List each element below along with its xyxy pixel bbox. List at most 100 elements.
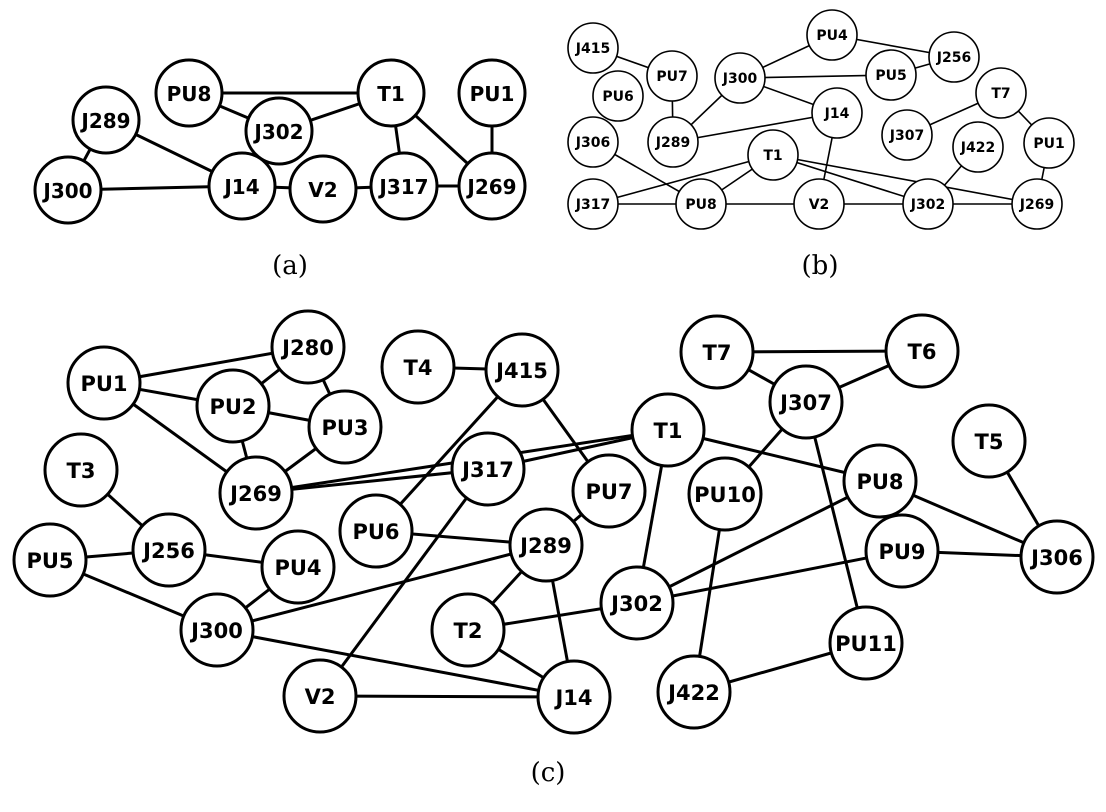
node-circle [508,507,584,583]
node-label: J302 [252,120,303,144]
node-circle [380,329,456,405]
node-t5: T5 [951,403,1027,479]
node-label: J302 [609,592,663,616]
node-pu8: PU8 [842,443,918,519]
edge-t1-j317 [592,154,774,205]
node-j269: J269 [1011,178,1063,230]
node-label: J415 [575,41,610,57]
node-j302: J302 [902,178,954,230]
node-pu7: PU7 [646,50,698,102]
node-j269: J269 [218,455,294,531]
node-j280: J280 [270,309,346,385]
node-pu4: PU4 [806,9,858,61]
node-j415: J415 [484,332,560,408]
node-circle [865,49,917,101]
node-pu10: PU10 [687,456,763,532]
node-circle [179,592,255,668]
node-circle [793,178,845,230]
node-label: J422 [960,140,995,156]
node-circle [450,431,526,507]
node-label: PU1 [80,372,127,396]
node-label: PU11 [835,632,897,656]
node-circle [43,432,119,508]
node-pu9: PU9 [864,513,940,589]
node-label: J317 [377,175,428,199]
node-label: PU5 [875,68,906,84]
node-label: J317 [460,458,514,482]
node-pu8: PU8 [675,178,727,230]
node-circle [12,522,88,598]
node-label: PU9 [878,540,925,564]
node-pu8: PU8 [154,58,224,128]
node-circle [679,314,755,390]
node-t2: T2 [430,592,506,668]
node-t1: T1 [356,58,426,128]
edge-j300-j289 [216,543,547,632]
node-pu1: PU1 [66,345,142,421]
edge-j307-pu11 [804,401,868,644]
node-label: PU7 [585,480,632,504]
node-label: T5 [975,430,1004,454]
node-circle [457,58,527,128]
node-t6: T6 [884,313,960,389]
node-j256: J256 [928,31,980,83]
node-circle [884,313,960,389]
node-j289: J289 [647,116,699,168]
node-label: J307 [889,128,924,144]
node-label: J289 [518,534,572,558]
node-j307: J307 [768,364,844,440]
node-label: J14 [222,175,259,199]
node-t7: T7 [975,67,1027,119]
node-label: J269 [465,175,516,199]
node-circle [1011,178,1063,230]
node-j306: J306 [1019,519,1095,595]
node-circle [66,345,142,421]
node-j14: J14 [811,87,863,139]
node-label: J289 [655,135,690,151]
node-pu6: PU6 [338,493,414,569]
node-circle [260,529,336,605]
node-j300: J300 [33,155,103,225]
edge-j289-j14 [672,112,838,143]
node-circle [656,654,732,730]
node-j302: J302 [244,96,314,166]
node-label: J422 [666,681,720,705]
node-circle [675,178,727,230]
node-t4: T4 [380,329,456,405]
node-label: J306 [1029,546,1083,570]
node-circle [714,52,766,104]
node-v2: V2 [288,154,358,224]
node-circle [338,493,414,569]
node-label: J256 [141,539,195,563]
node-j300: J300 [714,52,766,104]
node-circle [536,659,612,735]
node-label: T3 [67,459,96,483]
panel-a-caption: (a) [272,251,308,281]
node-label: V2 [809,197,830,213]
node-pu7: PU7 [571,453,647,529]
node-label: PU1 [1033,136,1064,152]
node-circle [806,9,858,61]
node-circle [1023,117,1075,169]
node-j256: J256 [131,512,207,588]
node-circle [952,121,1004,173]
node-circle [975,67,1027,119]
node-label: PU2 [209,395,256,419]
node-label: J300 [189,619,243,643]
node-circle [270,309,346,385]
node-circle [430,592,506,668]
node-j302: J302 [599,565,675,641]
node-circle [842,443,918,519]
node-circle [1019,519,1095,595]
node-j306: J306 [567,116,619,168]
node-circle [33,155,103,225]
node-circle [288,154,358,224]
node-circle [567,22,619,74]
node-circle [307,389,383,465]
node-circle [71,85,141,155]
